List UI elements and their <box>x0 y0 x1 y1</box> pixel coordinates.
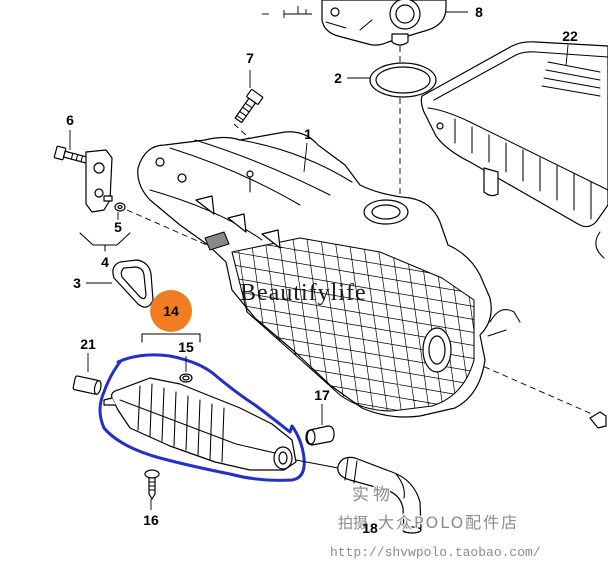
callout-22: 22 <box>562 28 578 44</box>
screw-part-16 <box>144 469 160 500</box>
component-top-edge <box>119 399 289 457</box>
watermark-line-1: 实物 <box>352 485 394 505</box>
callout-5: 5 <box>114 219 122 235</box>
manifold-throttle-port-inner <box>371 204 401 220</box>
hose-part-18 <box>337 456 422 534</box>
throttle-body-bore-inner <box>395 4 415 24</box>
throttle-body-housing <box>321 0 447 46</box>
hose-18-end <box>402 526 422 534</box>
throttle-body-outlet-stub <box>391 33 409 46</box>
o-ring-inner <box>375 66 431 94</box>
bracket-hole-upper <box>93 162 105 174</box>
o-ring-part-2 <box>369 62 437 98</box>
watermark-url: http://shvwpolo.taobao.com/ <box>330 545 541 560</box>
leader-1 <box>303 142 308 173</box>
throttle-body-screw <box>330 7 340 17</box>
callout-8: 8 <box>475 4 483 20</box>
cap-17-end <box>306 429 316 445</box>
hose-18-ribs <box>344 457 405 499</box>
air-filter-housing-rim <box>433 51 608 101</box>
part-number-callouts: 8 22 7 2 1 6 5 4 3 14 21 15 17 16 <box>66 4 578 528</box>
component-part-14 <box>103 377 297 471</box>
manifold-mount-hook <box>487 309 521 337</box>
washer-part-5 <box>114 202 126 212</box>
o-ring-15-inner <box>182 375 190 381</box>
callout-3: 3 <box>73 275 81 291</box>
throttle-body-part-8 <box>321 0 447 46</box>
callout-18: 18 <box>362 520 378 536</box>
o-ring-part-15 <box>179 373 193 383</box>
manifold-runner-lines <box>149 139 353 241</box>
air-filter-housing-outline <box>420 41 608 228</box>
manifold-port-gasket-b <box>227 213 247 233</box>
scale-bar-mark <box>283 6 312 18</box>
screw-16-shaft <box>148 476 156 500</box>
callout-4: 4 <box>101 254 109 270</box>
component-left-tip <box>103 397 116 406</box>
manifold-port-gasket-a <box>195 195 215 215</box>
throttle-body-detail <box>325 19 373 31</box>
callout-14: 14 <box>163 303 179 319</box>
leader-lines <box>69 11 569 510</box>
component-outlet-bore <box>278 451 288 465</box>
manifold-port-gasket-c <box>261 229 281 249</box>
tube-21-end <box>93 380 102 395</box>
manifold-end-opening-inner <box>428 335 446 365</box>
air-filter-housing-nub <box>436 122 444 130</box>
callout-1: 1 <box>304 126 312 142</box>
manifold-flange-hole-a <box>155 157 165 167</box>
component-ribs <box>137 383 225 463</box>
watermark-brand: Beautifylife <box>240 280 367 306</box>
air-filter-housing-part-22 <box>420 41 608 259</box>
callout-15: 15 <box>178 339 194 355</box>
watermark-line-2: 拍摄 <box>338 514 368 532</box>
shop-watermark: 实物 拍摄 大众POLO配件店 http://shvwpolo.taobao.c… <box>329 484 541 561</box>
bracket-pin <box>103 195 113 202</box>
connection-line-to-hose <box>295 459 339 469</box>
bracket-group-brace <box>79 232 131 252</box>
bolt-6-threads <box>70 152 84 163</box>
intake-manifold-body <box>137 131 492 418</box>
air-filter-housing-slats <box>541 61 601 97</box>
assembly-14-bracket <box>141 333 201 343</box>
screw-16-threads <box>148 481 156 491</box>
hand-drawn-highlight-loop <box>98 353 306 482</box>
bracket-body <box>85 149 113 213</box>
bolt-part-7 <box>234 89 264 124</box>
bracket-part-4 <box>79 149 131 252</box>
manifold-flange-hole-b <box>177 173 187 183</box>
air-filter-housing-ribs <box>454 118 592 220</box>
air-filter-pipe-partial <box>595 231 605 259</box>
callout-6: 6 <box>66 112 74 128</box>
intake-manifold-part-1 <box>137 131 521 418</box>
bolt-7-threads <box>236 102 253 121</box>
manifold-sensor-post-head <box>246 170 254 178</box>
air-filter-housing-edge <box>427 107 608 191</box>
gasket-inner <box>120 266 147 300</box>
highlight-circle-14 <box>150 290 192 332</box>
cap-part-17 <box>305 425 335 446</box>
watermark-shop-name: 大众POLO配件店 <box>378 513 519 532</box>
callout-16: 16 <box>143 512 159 528</box>
plenum-outline <box>231 237 475 412</box>
callout-2: 2 <box>334 70 342 86</box>
washer-inner <box>117 204 123 210</box>
screw-16-head <box>144 469 160 479</box>
bolt-7-shaft <box>234 97 257 124</box>
bracket-hole-lower <box>94 188 104 198</box>
callout-21: 21 <box>80 336 96 352</box>
leader-22 <box>565 44 569 67</box>
edge-clip-part <box>589 411 607 429</box>
air-filter-housing-outlet <box>483 167 499 197</box>
gasket-part-3 <box>112 259 154 308</box>
callout-7: 7 <box>246 50 254 66</box>
bolt-part-6 <box>53 145 91 165</box>
tube-part-21 <box>72 375 102 395</box>
callout-17: 17 <box>314 387 330 403</box>
manifold-vacuum-nipple <box>204 231 230 251</box>
scale-marks <box>262 6 312 18</box>
